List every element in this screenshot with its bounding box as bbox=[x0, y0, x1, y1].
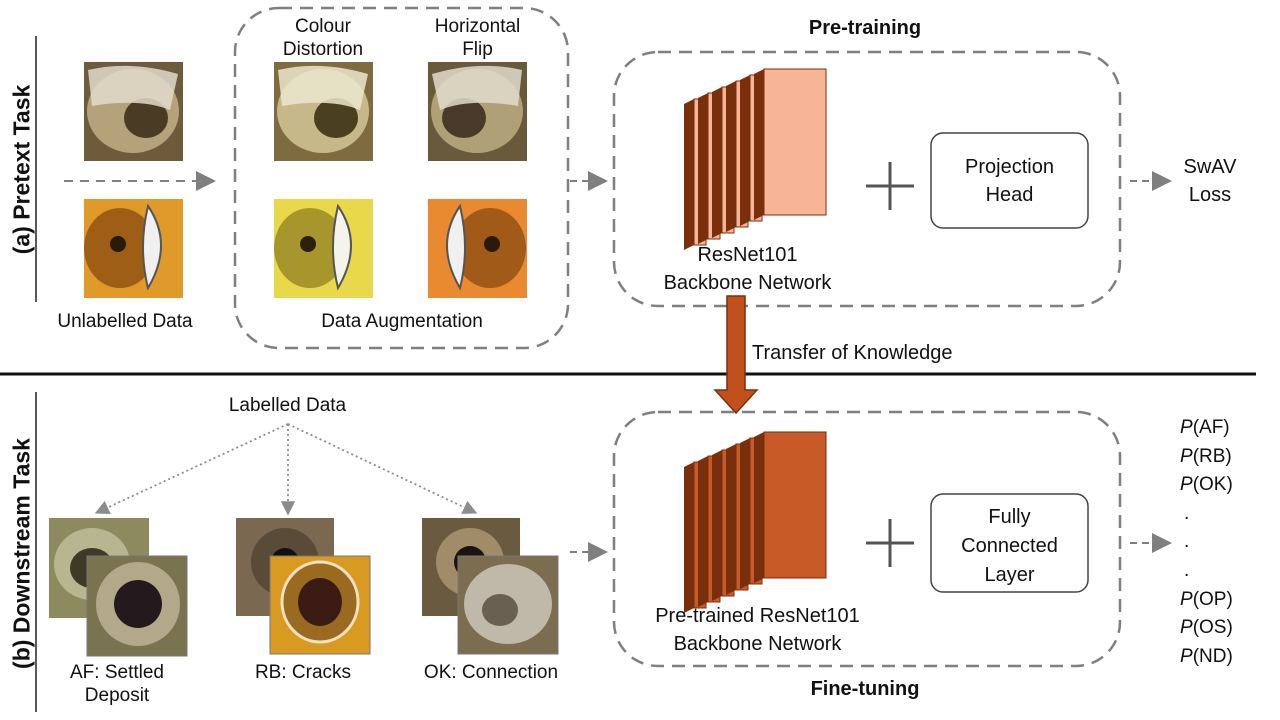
downstream-task-label: (b) Downstream Task bbox=[8, 438, 35, 669]
fc-layer-label: Fully Connected Layer bbox=[931, 503, 1088, 590]
class-af-line2: Deposit bbox=[84, 685, 150, 706]
resnet-finetune-layer-side-1 bbox=[698, 456, 708, 607]
resnet-finetune-layer-side-4 bbox=[740, 438, 750, 589]
projection-head-line1: Projection bbox=[965, 156, 1054, 178]
resnet-pretrain-layer-side-0 bbox=[684, 99, 694, 250]
labelled-to-ok-arrow bbox=[287, 423, 478, 514]
output-ellipsis-2: . bbox=[1184, 559, 1190, 581]
sewer-image-unlabelled-1 bbox=[84, 62, 183, 161]
swav-loss-line1: SwAV bbox=[1183, 156, 1237, 178]
class-rb-caption: RB: Cracks bbox=[254, 662, 352, 683]
fc-line2: Connected bbox=[961, 535, 1058, 557]
pretext-task-label: (a) Pretext Task bbox=[8, 84, 35, 255]
backbone-line1-pretrain: ResNet101 bbox=[697, 244, 798, 266]
sewer-image-rb-front bbox=[269, 555, 371, 655]
output-probabilities: P(AF) P(RB) P(OK) . . . P(OP) P(OS) P(ND… bbox=[1180, 414, 1233, 671]
sewer-image-ok-front bbox=[457, 555, 559, 655]
sewer-image-colour-distortion-2 bbox=[274, 199, 373, 298]
data-augmentation-caption: Data Augmentation bbox=[321, 311, 483, 332]
unlabelled-data-caption: Unlabelled Data bbox=[57, 311, 193, 332]
class-af-caption: AF: Settled Deposit bbox=[52, 661, 182, 707]
horizontal-flip-label: Horizontal Flip bbox=[420, 15, 535, 61]
colour-distortion-label: Colour Distortion bbox=[268, 15, 378, 61]
sewer-image-horizontal-flip-2 bbox=[428, 199, 527, 298]
horizontal-flip-line2: Flip bbox=[462, 39, 493, 60]
resnet-stack-pretrain bbox=[684, 68, 827, 250]
pretraining-group-box bbox=[612, 50, 1122, 308]
plus-icon-finetune bbox=[866, 519, 914, 567]
projection-head-line2: Head bbox=[985, 184, 1034, 206]
output-prob-8: P(ND) bbox=[1180, 645, 1233, 667]
sewer-image-horizontal-flip-1 bbox=[428, 62, 527, 161]
projection-head-box bbox=[930, 132, 1089, 229]
output-ellipsis-1: . bbox=[1184, 531, 1190, 553]
sewer-image-colour-distortion-1 bbox=[274, 62, 373, 161]
resnet-pretrain-layer-side-4 bbox=[740, 75, 750, 226]
backbone-label-pretrain: ResNet101 Backbone Network bbox=[630, 241, 865, 297]
swav-loss-label: SwAV Loss bbox=[1170, 153, 1250, 209]
fc-line3: Layer bbox=[984, 564, 1035, 586]
resnet-pretrain-layer-side-5 bbox=[754, 69, 764, 220]
resnet-pretrain-layer-side-3 bbox=[726, 81, 736, 232]
fc-line1: Fully bbox=[988, 506, 1031, 528]
horizontal-flip-line1: Horizontal bbox=[434, 16, 521, 37]
labelled-to-af-arrow bbox=[94, 423, 289, 514]
output-prob-2: P(OK) bbox=[1180, 474, 1233, 496]
pretraining-title: Pre-training bbox=[808, 17, 922, 39]
output-prob-7: P(OS) bbox=[1180, 617, 1233, 639]
class-af-line1: AF: Settled bbox=[70, 662, 164, 683]
resnet-finetune-layer-5 bbox=[763, 431, 827, 579]
backbone-line2-finetune: Backbone Network bbox=[673, 633, 842, 655]
resnet-finetune-layer-side-0 bbox=[684, 462, 694, 613]
output-prob-0: P(AF) bbox=[1180, 417, 1230, 438]
plus-icon-pretrain bbox=[866, 162, 914, 210]
sewer-image-unlabelled-2 bbox=[84, 199, 183, 298]
backbone-line2-pretrain: Backbone Network bbox=[663, 272, 832, 294]
resnet-pretrain-layer-side-2 bbox=[712, 87, 722, 238]
output-ellipsis-0: . bbox=[1184, 502, 1190, 524]
labelled-data-label: Labelled Data bbox=[228, 395, 347, 416]
resnet-finetune-layer-side-2 bbox=[712, 450, 722, 601]
resnet-pretrain-layer-5 bbox=[763, 68, 827, 216]
augmentation-group-box bbox=[233, 6, 570, 350]
finetuning-title: Fine-tuning bbox=[810, 678, 920, 700]
colour-distortion-line2: Distortion bbox=[282, 39, 364, 60]
transfer-of-knowledge-label: Transfer of Knowledge bbox=[752, 342, 953, 364]
fc-layer-box bbox=[930, 493, 1089, 593]
colour-distortion-line1: Colour bbox=[295, 16, 351, 37]
backbone-label-finetune: Pre-trained ResNet101 Backbone Network bbox=[620, 602, 895, 658]
resnet-finetune-layer-side-3 bbox=[726, 444, 736, 595]
finetuning-group-box bbox=[612, 410, 1122, 668]
swav-loss-line2: Loss bbox=[1188, 184, 1232, 206]
resnet-finetune-layer-side-5 bbox=[754, 432, 764, 583]
sewer-image-af-front bbox=[86, 555, 188, 657]
projection-head-label: Projection Head bbox=[931, 153, 1088, 209]
resnet-stack-finetune bbox=[684, 431, 827, 613]
backbone-line1-finetune: Pre-trained ResNet101 bbox=[655, 605, 860, 627]
transfer-arrow bbox=[713, 295, 759, 415]
output-prob-6: P(OP) bbox=[1180, 588, 1233, 610]
class-ok-caption: OK: Connection bbox=[423, 662, 559, 683]
output-prob-1: P(RB) bbox=[1180, 445, 1232, 467]
resnet-pretrain-layer-side-1 bbox=[698, 93, 708, 244]
